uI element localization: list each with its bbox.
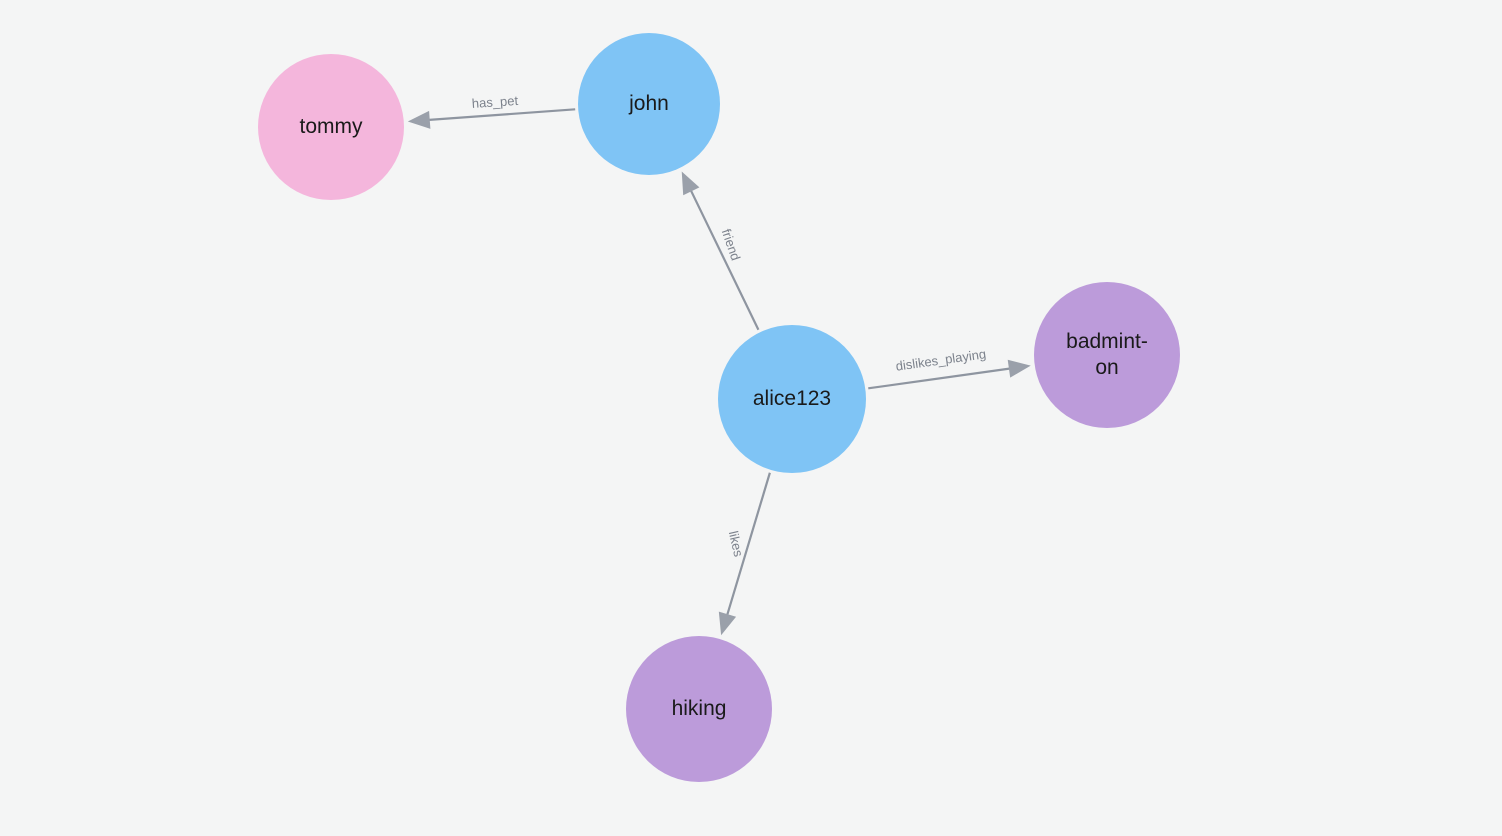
node-circle[interactable] bbox=[578, 33, 720, 175]
edge-label: likes bbox=[726, 529, 747, 558]
graph-edge[interactable]: likes bbox=[718, 472, 771, 636]
graph-edge[interactable]: dislikes_playing bbox=[868, 346, 1031, 390]
graph-node-tommy[interactable]: tommy bbox=[258, 54, 404, 200]
graph-edge[interactable]: friend bbox=[681, 171, 760, 331]
graph-node-badminton[interactable]: badmint-on bbox=[1034, 282, 1180, 428]
edge-line[interactable] bbox=[688, 187, 760, 331]
edge-label: has_pet bbox=[471, 93, 519, 111]
edge-line[interactable] bbox=[868, 367, 1014, 390]
graph-edge[interactable]: has_pet bbox=[407, 93, 576, 129]
nodes-layer: tommy john alice123 badmint-on hiking bbox=[258, 33, 1180, 782]
edge-arrow-head-icon bbox=[681, 171, 700, 196]
graph-node-hiking[interactable]: hiking bbox=[626, 636, 772, 782]
edge-line[interactable] bbox=[425, 108, 576, 122]
node-circle[interactable] bbox=[626, 636, 772, 782]
edge-arrow-head-icon bbox=[1007, 359, 1031, 378]
edge-line[interactable] bbox=[725, 472, 771, 619]
graph-node-alice123[interactable]: alice123 bbox=[718, 325, 866, 473]
graph-node-john[interactable]: john bbox=[578, 33, 720, 175]
edge-arrow-head-icon bbox=[407, 110, 431, 129]
node-circle[interactable] bbox=[718, 325, 866, 473]
edge-arrow-head-icon bbox=[718, 611, 737, 636]
node-circle[interactable] bbox=[258, 54, 404, 200]
node-circle[interactable] bbox=[1034, 282, 1180, 428]
edge-label: dislikes_playing bbox=[895, 346, 987, 374]
